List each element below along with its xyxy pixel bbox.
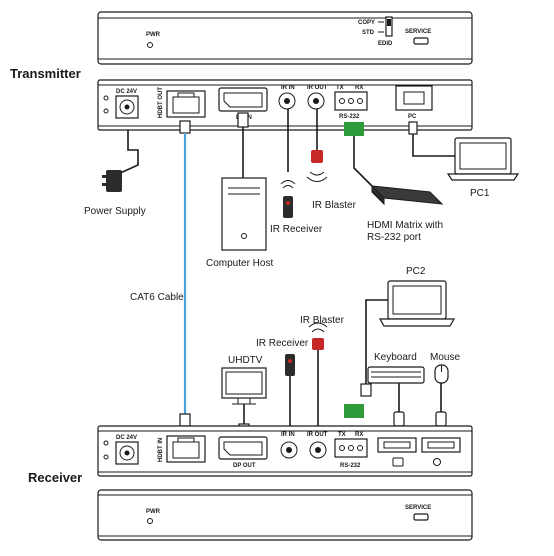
rx-ir-receiver-icon xyxy=(285,354,295,376)
computer-host: Computer Host xyxy=(206,112,273,269)
rx-irin-label: IR IN xyxy=(281,432,295,438)
rx-ir-blaster-label: IR Blaster xyxy=(300,315,345,326)
uhdtv: UHDTV xyxy=(221,355,267,435)
rx-rs232-label: RS-232 xyxy=(340,463,361,469)
rx-pwr-label: PWR xyxy=(146,509,161,515)
tx-irin-label: IR IN xyxy=(281,85,295,91)
pc1: PC1 xyxy=(408,121,520,199)
rx-rs232-terminal-icon xyxy=(344,404,364,418)
tx-service-port[interactable] xyxy=(413,37,429,45)
pc1-label: PC1 xyxy=(470,188,490,199)
tx-irout-label: IR OUT xyxy=(307,85,328,91)
tx-rx-label: RX xyxy=(355,85,363,91)
rx-dc-label: DC 24V xyxy=(116,435,137,441)
tx-tx-label: TX xyxy=(336,85,344,91)
tx-power-led-icon xyxy=(147,42,153,48)
tx-ir-receiver-label: IR Receiver xyxy=(270,224,323,235)
ir-blaster-icon xyxy=(311,150,323,163)
computer-host-icon xyxy=(221,177,267,251)
rx-dc-jack[interactable] xyxy=(119,445,135,461)
tx-pc-label: PC xyxy=(408,114,417,120)
power-supply-label: Power Supply xyxy=(84,206,146,217)
matrix-label-line2: RS-232 port xyxy=(367,232,421,243)
pc2-label: PC2 xyxy=(406,266,426,277)
computer-host-label: Computer Host xyxy=(206,258,273,269)
receiver-label: Receiver xyxy=(28,470,82,485)
cat6-cable: CAT6 Cable xyxy=(130,120,191,427)
rx-dp-port[interactable] xyxy=(218,436,268,460)
rx-hdbt-label: HDBT IN xyxy=(158,438,164,462)
tx-irout-jack[interactable] xyxy=(307,92,325,110)
rx-service-port[interactable] xyxy=(413,513,429,521)
keyboard-mouse: Keyboard Mouse xyxy=(367,352,460,427)
receiver-front-panel: PWR SERVICE xyxy=(97,489,473,541)
tx-edid-label: EDID xyxy=(378,41,393,47)
hdmi-matrix: HDMI Matrix with RS-232 port xyxy=(344,122,444,243)
tx-dc-jack[interactable] xyxy=(119,99,135,115)
power-adapter-icon xyxy=(106,170,122,192)
tx-hdbt-label: HDBT OUT xyxy=(158,87,164,118)
pc2: PC2 xyxy=(360,266,456,397)
rx-irout-label: IR OUT xyxy=(307,432,328,438)
tx-dc-label: DC 24V xyxy=(116,89,137,95)
tx-ir-devices: IR Receiver IR Blaster xyxy=(270,109,357,235)
rx-power-led-icon xyxy=(147,518,153,524)
rx-tx-label: TX xyxy=(338,432,346,438)
transmitter-front-panel: PWR COPY STD EDID SERVICE xyxy=(97,11,473,65)
keyboard-label: Keyboard xyxy=(374,352,417,363)
tx-pc-usb-port[interactable] xyxy=(395,85,433,111)
tx-dp-port[interactable] xyxy=(218,87,268,112)
uhdtv-icon xyxy=(221,367,267,399)
rx-rs232-port[interactable] xyxy=(334,438,368,458)
keyboard-port-icon xyxy=(392,457,404,467)
tx-service-label: SERVICE xyxy=(405,29,431,35)
cat6-cable-label: CAT6 Cable xyxy=(130,292,184,303)
rx-service-label: SERVICE xyxy=(405,505,431,511)
ir-receiver-icon xyxy=(283,196,293,218)
tx-rs232-port[interactable] xyxy=(334,91,368,111)
mouse-port-icon xyxy=(433,458,441,466)
keyboard-icon xyxy=(367,366,425,384)
pc2-laptop-icon xyxy=(387,280,447,320)
matrix-label-line1: HDMI Matrix with xyxy=(367,220,443,231)
receiver-rear-panel: DC 24V HDBT IN DP OUT IR IN IR OUT TX RX… xyxy=(97,404,473,477)
uhdtv-label: UHDTV xyxy=(228,355,263,366)
rx-ir-blaster-icon xyxy=(312,338,324,350)
transmitter-rear-panel: DC 24V HDBT OUT DP IN IR IN IR OUT TX RX… xyxy=(97,79,473,131)
tx-rs232-label: RS-232 xyxy=(339,114,360,120)
rx-dp-label: DP OUT xyxy=(233,463,256,469)
transmitter-label: Transmitter xyxy=(10,66,81,81)
rx-rx-label: RX xyxy=(355,432,363,438)
tx-pwr-label: PWR xyxy=(146,32,161,38)
rx-ir-receiver-label: IR Receiver xyxy=(256,338,309,349)
tx-ir-blaster-label: IR Blaster xyxy=(312,200,357,211)
rx-ir-devices: IR Blaster IR Receiver xyxy=(256,315,345,430)
edid-switch[interactable] xyxy=(385,16,393,37)
mouse-label: Mouse xyxy=(430,352,460,363)
tx-copy-label: COPY xyxy=(358,20,375,26)
tx-irin-jack[interactable] xyxy=(278,92,296,110)
power-supply: Power Supply xyxy=(84,130,146,217)
rx-irin-jack[interactable] xyxy=(280,441,298,459)
tx-rs232-terminal-icon xyxy=(344,122,364,136)
rx-irout-jack[interactable] xyxy=(309,441,327,459)
tx-std-label: STD xyxy=(362,30,375,36)
